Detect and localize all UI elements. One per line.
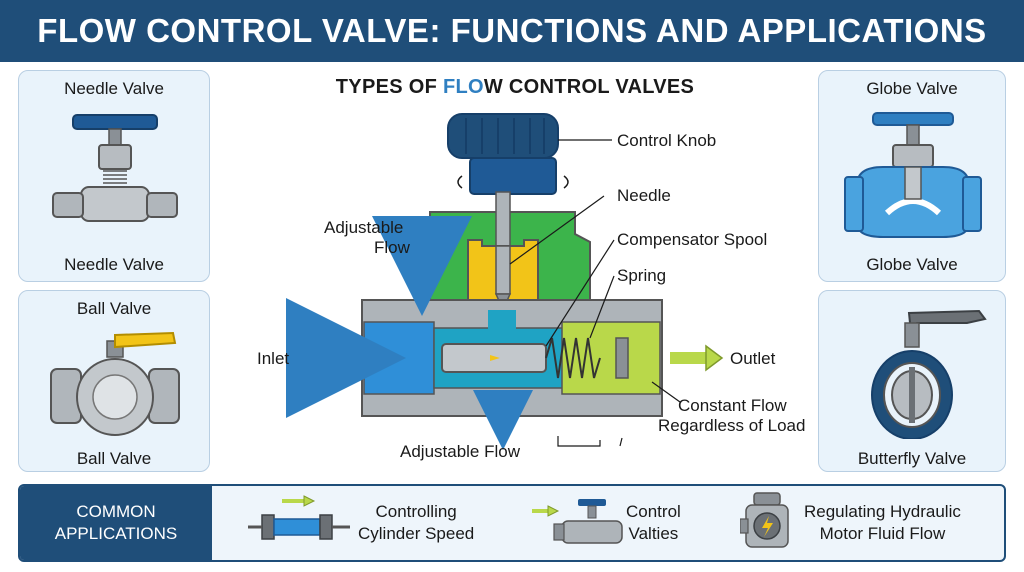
butterfly-valve-card-caption: Butterfly Valve (857, 449, 967, 468)
application-line: Control (626, 502, 681, 521)
needle-valve-card: Needle Valve Needle Valve (18, 70, 210, 282)
label-outlet: Outlet (730, 349, 776, 368)
label-adjustable-flow-bottom: Adjustable Flow (400, 442, 521, 461)
ball-valve-card: Ball Valve Ball Valve (18, 290, 210, 472)
application-line: Controlling (375, 502, 457, 521)
ball-valve-icon (50, 331, 180, 436)
diagram-title-pre: TYPES OF (335, 76, 443, 98)
applications-panel: COMMON APPLICATIONS Controlling Cylinder… (18, 484, 1006, 562)
label-spring: Spring (617, 266, 667, 285)
flow-control-valve-cutaway (286, 113, 724, 450)
application-text-hydraulic-motor: Regulating Hydraulic Motor Fluid Flow (804, 501, 961, 545)
butterfly-valve-card: Butterfly Valve (818, 290, 1006, 472)
application-item-control-valves: Control Valties (528, 486, 681, 560)
application-text-cylinder-speed: Controlling Cylinder Speed (358, 501, 474, 545)
header-bar: FLOW CONTROL VALVE: FUNCTIONS AND APPLIC… (0, 0, 1024, 62)
label-inlet: Inlet (257, 349, 290, 368)
label-needle: Needle (617, 186, 671, 205)
ball-valve-card-title: Ball Valve (76, 299, 152, 318)
control-valve-icon (532, 499, 623, 544)
application-line: Motor Fluid Flow (819, 524, 946, 543)
needle-valve-icon (52, 114, 178, 222)
globe-valve-icon (844, 112, 982, 238)
application-line: Cylinder Speed (358, 524, 475, 543)
needle-valve-card-title: Needle Valve (64, 79, 164, 98)
label-compensator-spool: Compensator Spool (617, 230, 768, 249)
applications-heading-line2: APPLICATIONS (54, 524, 178, 543)
diagram-title: TYPES OF FLOW CONTROL VALVES (250, 76, 780, 99)
application-line: Valties (628, 524, 679, 543)
butterfly-valve-icon (871, 309, 987, 439)
page-title: FLOW CONTROL VALVE: FUNCTIONS AND APPLIC… (37, 12, 987, 49)
globe-valve-card: Globe Valve Globe Valve (818, 70, 1006, 282)
label-control-knob: Control Knob (617, 131, 717, 150)
applications-heading: COMMON APPLICATIONS (20, 486, 212, 560)
label-adjustable-flow-top-2: Flow (374, 238, 410, 257)
control-knob (447, 113, 569, 195)
globe-valve-card-title: Globe Valve (866, 79, 958, 98)
needle-valve-card-caption: Needle Valve (64, 255, 164, 274)
label-adjustable-flow-top-1: Adjustable (324, 218, 404, 237)
application-line: Regulating Hydraulic (804, 502, 961, 521)
application-text-control-valves: Control Valties (626, 501, 681, 545)
application-item-cylinder-speed: Controlling Cylinder Speed (244, 486, 474, 560)
diagram-title-post: W CONTROL VALVES (483, 76, 695, 98)
hydraulic-motor-icon (740, 492, 789, 548)
diagram-title-highlight: FLO (442, 76, 484, 98)
label-constant-flow-1: Constant Flow (678, 396, 787, 415)
globe-valve-card-caption: Globe Valve (866, 255, 958, 274)
application-item-hydraulic-motor: Regulating Hydraulic Motor Fluid Flow (740, 486, 961, 560)
applications-heading-line1: COMMON (76, 502, 156, 521)
ball-valve-card-caption: Ball Valve (76, 449, 152, 468)
cylinder-icon (248, 495, 350, 540)
label-constant-flow-2: Regardless of Load (658, 416, 806, 435)
